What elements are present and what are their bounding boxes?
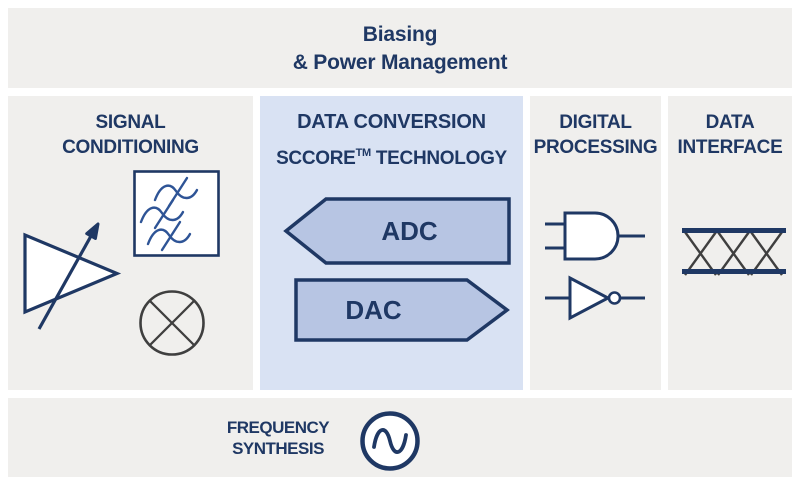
frequency-synthesis-panel: FREQUENCY SYNTHESIS	[8, 398, 792, 477]
interface-title-line1: DATA	[705, 112, 755, 133]
digital-processing-panel: DIGITAL PROCESSING	[530, 96, 661, 390]
digital-processing-title: DIGITAL PROCESSING	[530, 96, 661, 160]
dac-label: DAC	[345, 294, 402, 325]
frequency-title-line1: FREQUENCY	[226, 418, 330, 437]
variable-gain-amplifier-icon	[22, 222, 122, 342]
technology-word: TECHNOLOGY	[375, 148, 507, 169]
signal-conditioning-panel: SIGNAL CONDITIONING	[8, 96, 253, 390]
and-gate-icon	[545, 210, 645, 267]
data-interface-panel: DATA INTERFACE	[668, 96, 792, 390]
mixer-icon	[137, 288, 207, 363]
biasing-title-line1: Biasing	[362, 23, 438, 46]
frequency-synthesis-title: FREQUENCY SYNTHESIS	[168, 417, 388, 459]
trademark-superscript: TM	[355, 147, 372, 159]
frequency-title-line2: SYNTHESIS	[232, 439, 324, 458]
filter-icon	[133, 170, 220, 262]
data-interface-title: DATA INTERFACE	[668, 96, 792, 160]
digital-title-line2: PROCESSING	[533, 137, 658, 158]
adc-arrow: ADC	[283, 196, 512, 266]
dac-arrow: DAC	[293, 277, 510, 343]
data-conversion-title: DATA CONVERSION	[297, 111, 486, 133]
eye-diagram-icon	[682, 226, 786, 283]
interface-title-line2: INTERFACE	[677, 137, 783, 158]
signal-title-line1: SIGNAL	[95, 112, 166, 133]
biasing-power-panel: Biasing & Power Management	[8, 8, 792, 88]
inverter-gate-icon	[545, 274, 645, 327]
digital-title-line1: DIGITAL	[559, 112, 632, 133]
signal-conditioning-title: SIGNAL CONDITIONING	[8, 96, 253, 160]
oscillator-icon	[358, 409, 422, 478]
signal-title-line2: CONDITIONING	[62, 137, 199, 158]
biasing-power-title: Biasing & Power Management	[8, 8, 792, 77]
adc-label: ADC	[381, 215, 438, 246]
biasing-title-line2: & Power Management	[292, 51, 508, 74]
sccore-name: SCCORE	[276, 148, 356, 169]
